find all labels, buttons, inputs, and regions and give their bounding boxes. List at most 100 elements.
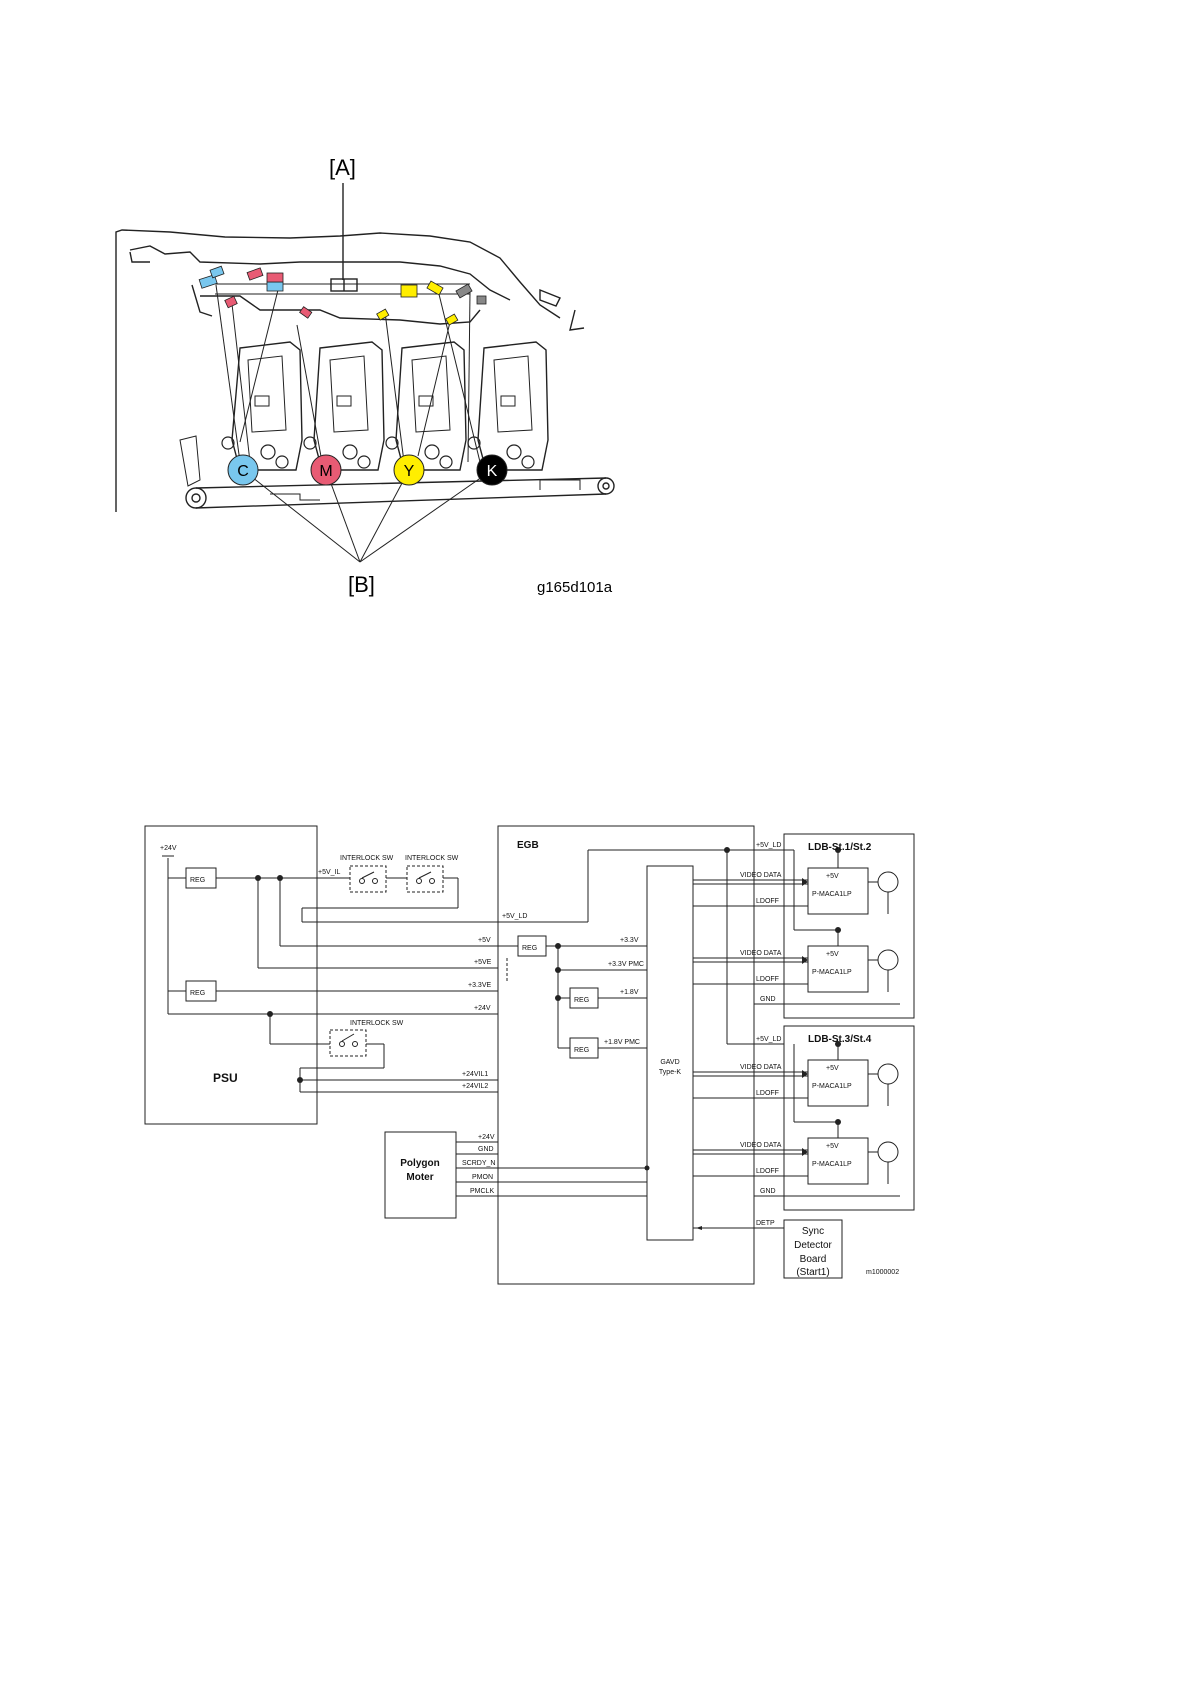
cartridge-m-window bbox=[336, 395, 352, 407]
junction-dot bbox=[835, 847, 841, 853]
signal-24vil1: +24VIL1 bbox=[462, 1071, 488, 1078]
egb-box bbox=[497, 825, 755, 1285]
signal-3-3v: +3.3V bbox=[620, 937, 639, 944]
signal-1-8v-pmc: +1.8V PMC bbox=[604, 1039, 640, 1046]
ldb1-ch1-ldoff: LDOFF bbox=[756, 898, 779, 905]
ldb1-ch1-video: VIDEO DATA bbox=[740, 872, 782, 879]
drum-c-label: C bbox=[237, 463, 249, 480]
interlock-sw-3-label: INTERLOCK SW bbox=[350, 1020, 404, 1027]
signal-5v-ld: +5V_LD bbox=[502, 913, 528, 920]
motor-signal-gnd: GND bbox=[478, 1146, 494, 1153]
drum-k bbox=[476, 454, 508, 486]
ldb1-ch2-chip-label: P-MACA1LP bbox=[812, 969, 852, 976]
optics-frame-left bbox=[191, 284, 213, 317]
optics-frame-corner bbox=[129, 251, 150, 263]
signal-1-8v: +1.8V bbox=[620, 989, 639, 996]
signal-5v: +5V bbox=[478, 937, 491, 944]
junction-dot bbox=[835, 927, 841, 933]
laser-diode-4 bbox=[877, 1141, 899, 1163]
mirror-magenta bbox=[246, 267, 264, 281]
laser-beam-k2 bbox=[467, 291, 471, 463]
block-diagram-labels: +24V REG REG PSU INTERLOCK SW INTERLOCK … bbox=[160, 840, 899, 1278]
cartridge-m-inner bbox=[329, 355, 369, 433]
arrow-head bbox=[802, 956, 808, 964]
housing-edge bbox=[569, 309, 585, 331]
mirror-yellow-2 bbox=[426, 280, 444, 296]
mirror-cyan-3 bbox=[266, 281, 284, 292]
optics-figure bbox=[115, 183, 615, 563]
roller bbox=[424, 444, 440, 460]
figure2-code: m1000002 bbox=[866, 1269, 899, 1276]
junction-dot bbox=[835, 1041, 841, 1047]
ldb2-gnd: GND bbox=[760, 1188, 776, 1195]
laser-beam-c bbox=[215, 284, 241, 463]
gavd-box bbox=[646, 865, 694, 1241]
laser-beam-k bbox=[436, 285, 481, 463]
mirror-yellow-3 bbox=[376, 308, 390, 321]
motor-signal-pmon: PMON bbox=[472, 1174, 493, 1181]
ldb2-box bbox=[783, 1025, 915, 1211]
gavd-label: GAVD bbox=[660, 1059, 679, 1066]
mirror-magenta-2 bbox=[266, 272, 284, 283]
drum-letters: C M Y K bbox=[237, 463, 497, 480]
cartridge-c-window bbox=[254, 395, 270, 407]
sync-line-1: Sync bbox=[802, 1226, 824, 1237]
motor-signal-pmclk: PMCLK bbox=[470, 1188, 494, 1195]
belt-roller-left-hub bbox=[191, 493, 201, 503]
switch-contact bbox=[359, 878, 365, 884]
switch-contact bbox=[372, 878, 378, 884]
leader-b-y bbox=[359, 469, 410, 563]
laser-beam-c2 bbox=[231, 303, 251, 463]
figure1-code: g165d101a bbox=[537, 579, 613, 596]
mirror-magenta-3 bbox=[224, 295, 238, 309]
mirror-yellow-4 bbox=[445, 313, 459, 326]
junction-dot bbox=[835, 1119, 841, 1125]
belt-roller-right-hub bbox=[602, 482, 610, 490]
egb-reg-main-label: REG bbox=[522, 945, 537, 952]
signal-5v-il: +5V_IL bbox=[318, 869, 340, 876]
ldb2-ch2-ldoff: LDOFF bbox=[756, 1168, 779, 1175]
laser-diode-1 bbox=[877, 871, 899, 893]
signal-24v: +24V bbox=[474, 1005, 491, 1012]
ldb2-ch2-video: VIDEO DATA bbox=[740, 1142, 782, 1149]
sync-box bbox=[783, 1219, 843, 1279]
motor-signal-24v: +24V bbox=[478, 1134, 495, 1141]
junction-dot bbox=[277, 875, 283, 881]
label-a: [A] bbox=[329, 155, 356, 180]
polygon-motor-title-2: Moter bbox=[406, 1172, 433, 1183]
psu-reg2-label: REG bbox=[190, 990, 205, 997]
switch-contact bbox=[339, 1041, 345, 1047]
laser-beam-m2 bbox=[239, 281, 281, 443]
sync-line-2: Detector bbox=[794, 1240, 832, 1251]
cartridge-units bbox=[231, 341, 549, 471]
junction-dot bbox=[255, 875, 261, 881]
laser-beams bbox=[215, 281, 481, 463]
belt-bracket-right bbox=[539, 479, 581, 490]
optics-frame-lower bbox=[200, 295, 481, 325]
cartridge-y-window bbox=[418, 395, 434, 407]
optics-frame-upper bbox=[129, 245, 511, 301]
egb-reg-b-label: REG bbox=[574, 1047, 589, 1054]
signal-3-3v-pmc: +3.3V PMC bbox=[608, 961, 644, 968]
ldb1-ch2-ldoff: LDOFF bbox=[756, 976, 779, 983]
interlock-sw-2 bbox=[406, 865, 444, 893]
ldb2-title: LDB-St.3/St.4 bbox=[808, 1034, 872, 1045]
housing-outline bbox=[115, 229, 561, 512]
egb-reg-a-label: REG bbox=[574, 997, 589, 1004]
ldb2-ch2-5v: +5V bbox=[826, 1143, 839, 1150]
drums bbox=[227, 454, 508, 486]
laser-beam-y bbox=[384, 311, 405, 463]
belt-roller-right bbox=[597, 477, 615, 495]
signal-detp: DETP bbox=[756, 1220, 775, 1227]
label-b: [B] bbox=[348, 572, 375, 597]
belt-bottom bbox=[195, 493, 607, 509]
signal-24vil2: +24VIL2 bbox=[462, 1083, 488, 1090]
switch-blade bbox=[418, 871, 432, 879]
sync-line-3: Board bbox=[800, 1254, 827, 1265]
roller bbox=[303, 436, 317, 450]
gavd-type-label: Type-K bbox=[659, 1069, 682, 1076]
drum-y bbox=[393, 454, 425, 486]
leader-b-m bbox=[325, 469, 361, 563]
egb-title: EGB bbox=[517, 840, 539, 851]
